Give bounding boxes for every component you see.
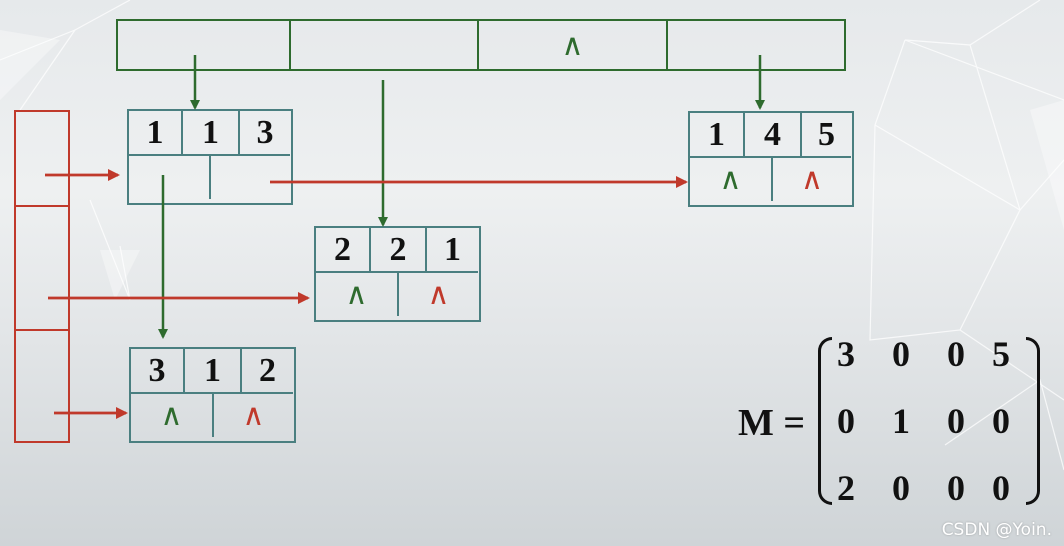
- node-col-index: 1: [183, 111, 240, 156]
- node-2-2-1: 2 2 1 ∧ ∧: [314, 226, 481, 322]
- matrix-label: M =: [738, 402, 806, 444]
- node-3-1-2: 3 1 2 ∧ ∧: [129, 347, 296, 443]
- row-head-1: [16, 112, 68, 207]
- column-header-array: ∧: [116, 19, 846, 71]
- matrix-cell: 0: [947, 401, 965, 441]
- matrix-cell: 3: [837, 334, 855, 374]
- matrix-cell: 0: [947, 468, 965, 508]
- matrix-cell: 0: [892, 334, 910, 374]
- node-value: 1: [427, 228, 478, 273]
- node-down-pointer: [129, 156, 211, 199]
- matrix-cell: 5: [992, 334, 1010, 374]
- node-col-index: 2: [371, 228, 427, 273]
- matrix-cell: 0: [992, 468, 1010, 508]
- row-header-array: [14, 110, 70, 443]
- node-value: 3: [240, 111, 290, 156]
- matrix-grid: 3 0 0 5 0 1 0 0 2 0 0 0: [834, 333, 1024, 513]
- node-down-pointer: ∧: [316, 273, 399, 316]
- matrix-m: M = 3 0 0 5 0 1 0 0 2 0 0 0: [738, 333, 1048, 513]
- node-value: 5: [802, 113, 851, 158]
- node-right-pointer: ∧: [427, 278, 450, 311]
- row-head-3: [16, 331, 68, 440]
- node-right-pointer: ∧: [801, 163, 823, 196]
- matrix-cell: 0: [892, 468, 910, 508]
- column-head-2: [291, 21, 479, 69]
- node-row-index: 2: [316, 228, 371, 273]
- matrix-cell: 0: [947, 334, 965, 374]
- matrix-cell: 0: [992, 401, 1010, 441]
- node-right-pointer: ∧: [242, 399, 265, 432]
- left-paren: [818, 337, 832, 505]
- node-1-1-3: 1 1 3: [127, 109, 293, 205]
- node-down-pointer: ∧: [131, 394, 214, 437]
- node-down-pointer: ∧: [690, 158, 773, 201]
- node-right-pointer: [211, 156, 290, 199]
- node-row-index: 3: [131, 349, 185, 394]
- node-1-4-5: 1 4 5 ∧ ∧: [688, 111, 854, 207]
- column-head-3: ∧: [479, 21, 668, 69]
- watermark: CSDN @Yoin.: [941, 520, 1052, 540]
- node-row-index: 1: [129, 111, 183, 156]
- matrix-cell: 2: [837, 468, 855, 508]
- matrix-cell: 1: [892, 401, 910, 441]
- column-head-1: [118, 21, 291, 69]
- node-col-index: 1: [185, 349, 242, 394]
- node-row-index: 1: [690, 113, 745, 158]
- right-paren: [1026, 337, 1040, 505]
- node-value: 2: [242, 349, 293, 394]
- column-head-4: [668, 21, 843, 69]
- node-col-index: 4: [745, 113, 802, 158]
- matrix-cell: 0: [837, 401, 855, 441]
- row-head-2: [16, 207, 68, 331]
